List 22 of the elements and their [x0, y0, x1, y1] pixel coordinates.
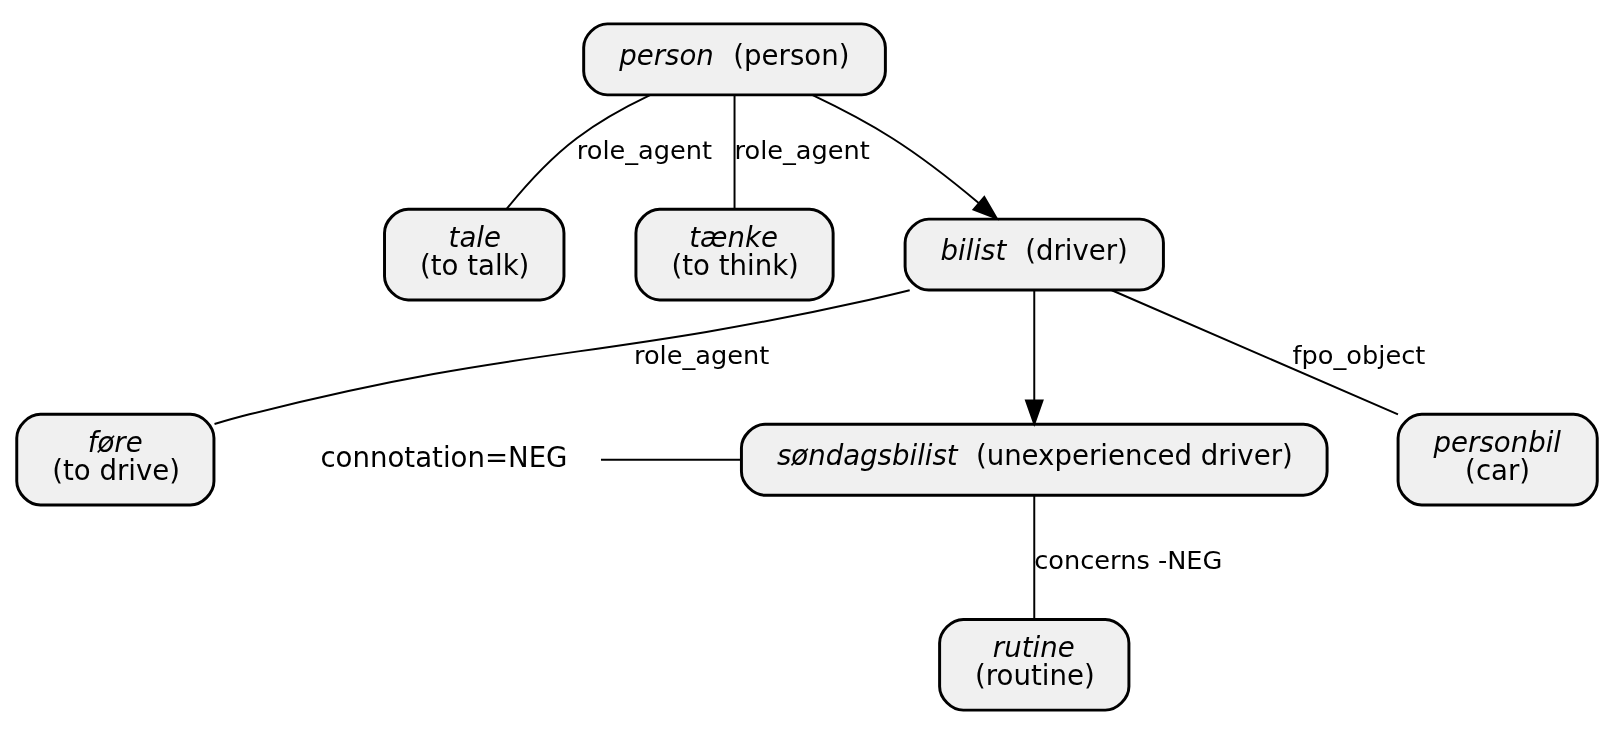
node-box: føre (to drive): [15, 412, 216, 506]
connector: [1110, 288, 1399, 415]
node-box: tænke (to think): [634, 207, 835, 301]
edge-label: concerns -NEG: [1034, 544, 1223, 575]
edge-label: role_agent: [633, 339, 770, 370]
edge-label: role_agent: [576, 134, 713, 165]
connector: [733, 94, 736, 210]
connector: [505, 93, 651, 210]
connector: [600, 458, 742, 461]
node-box: personbil (car): [1396, 412, 1599, 506]
node-box: tale (to talk): [383, 207, 566, 301]
node-text: connotation=NEG: [320, 440, 568, 474]
node-box: bilist (driver): [903, 217, 1165, 292]
node-box: søndagsbilist (unexperienced driver): [739, 422, 1329, 497]
edge-label: role_agent: [734, 134, 870, 165]
arrow: [811, 93, 1000, 221]
arrow: [1024, 289, 1044, 427]
connector: [213, 288, 911, 425]
node-box: rutine (routine): [938, 617, 1131, 712]
node-box: person (person): [582, 21, 887, 96]
edge-label: fpo_object: [1292, 339, 1426, 370]
connector: [1033, 494, 1036, 620]
